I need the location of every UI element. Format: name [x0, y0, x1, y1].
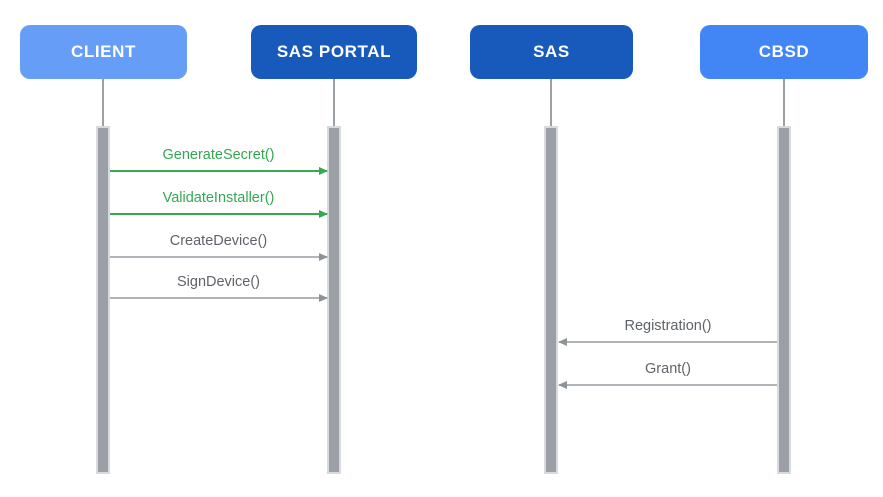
- arrow-right-icon: [319, 252, 328, 261]
- message-label: Registration(): [624, 318, 712, 334]
- message-validate-installer: ValidateInstaller(): [110, 188, 328, 218]
- activation-bar-cbsd: [777, 126, 791, 474]
- arrow-left-icon: [558, 337, 567, 346]
- arrow-right-icon: [319, 166, 328, 175]
- actor-label-cbsd: CBSD: [758, 42, 810, 61]
- lifeline-client: [102, 79, 104, 126]
- arrow-line: [110, 293, 328, 302]
- actor-box-client: CLIENT: [20, 25, 187, 79]
- actor-label-client: CLIENT: [71, 42, 136, 61]
- actor-label-sas: SAS: [533, 42, 570, 61]
- activation-bar-client: [96, 126, 110, 474]
- message-label: GenerateSecret(): [162, 147, 275, 163]
- activation-bar-sas: [544, 126, 558, 474]
- actor-box-cbsd: CBSD: [700, 25, 868, 79]
- arrow-line: [110, 166, 328, 175]
- lifeline-sas: [550, 79, 552, 126]
- message-label: SignDevice(): [177, 274, 260, 290]
- actor-label-sas-portal: SAS PORTAL: [276, 42, 392, 61]
- message-generate-secret: GenerateSecret(): [110, 145, 328, 175]
- arrow-line: [558, 380, 777, 389]
- arrow-right-icon: [319, 209, 328, 218]
- message-grant: Grant(): [558, 359, 777, 389]
- arrow-line: [110, 252, 328, 261]
- message-label: ValidateInstaller(): [162, 190, 275, 206]
- message-create-device: CreateDevice(): [110, 231, 328, 261]
- lifeline-sas-portal: [333, 79, 335, 126]
- message-label: Grant(): [645, 361, 691, 377]
- actor-box-sas-portal: SAS PORTAL: [251, 25, 417, 79]
- activation-bar-sas-portal: [327, 126, 341, 474]
- message-registration: Registration(): [558, 316, 777, 346]
- arrow-left-icon: [558, 380, 567, 389]
- actor-box-sas: SAS: [470, 25, 633, 79]
- message-label: CreateDevice(): [169, 233, 268, 249]
- message-sign-device: SignDevice(): [110, 272, 328, 302]
- arrow-line: [558, 337, 777, 346]
- arrow-line: [110, 209, 328, 218]
- arrow-right-icon: [319, 293, 328, 302]
- lifeline-cbsd: [783, 79, 785, 126]
